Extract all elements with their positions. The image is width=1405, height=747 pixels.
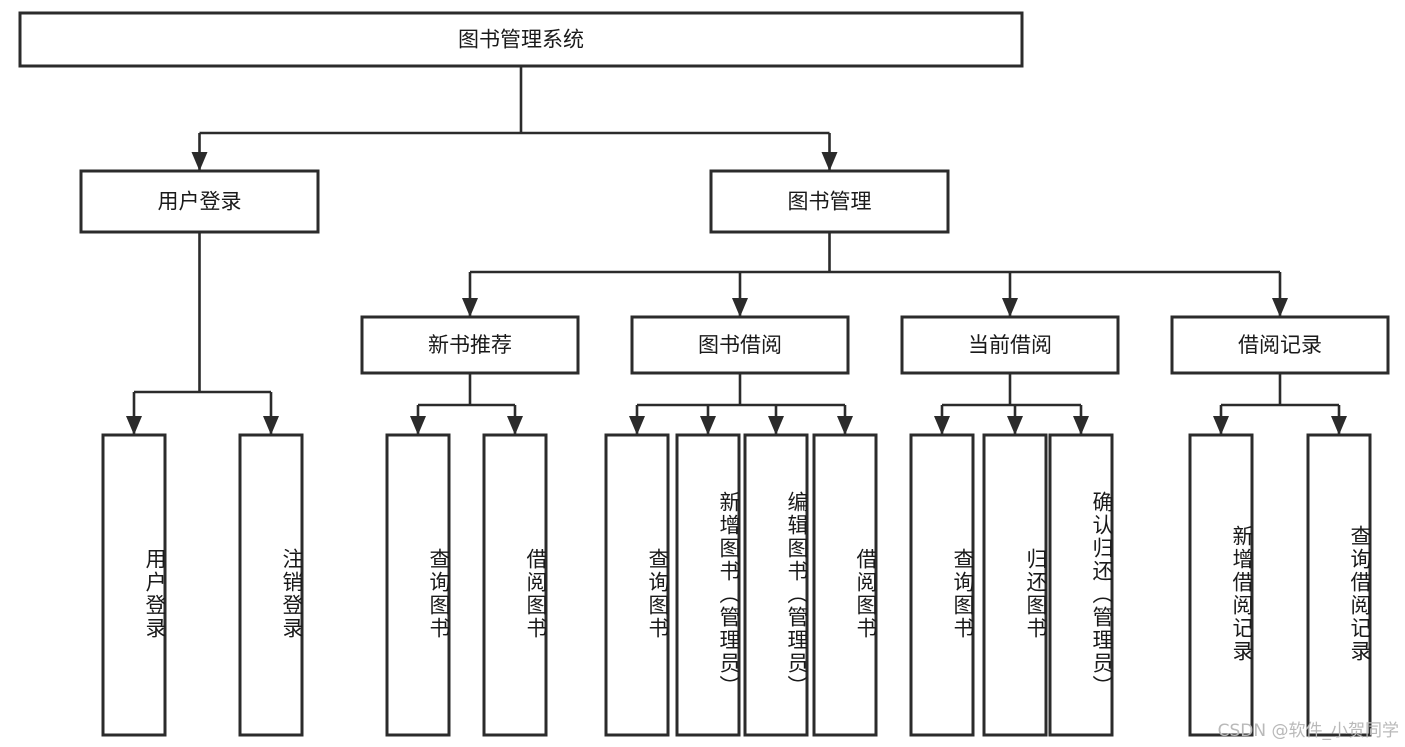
- arrow-head-icon: [1331, 416, 1347, 435]
- arrow-head-icon: [837, 416, 853, 435]
- level3-node-box-book-borrow[interactable]: [630, 315, 850, 375]
- arrow-head-icon: [462, 298, 478, 317]
- leaf-node-box-leaf-query-book-1[interactable]: [385, 433, 451, 737]
- arrow-head-icon: [629, 416, 645, 435]
- leaf-node-box-leaf-query-book-2[interactable]: [604, 433, 670, 737]
- node-boxes: [18, 11, 1390, 737]
- leaf-node-box-leaf-borrow-book-2[interactable]: [812, 433, 878, 737]
- leaf-node-box-leaf-borrow-book-1[interactable]: [482, 433, 548, 737]
- root-node-label: 图书管理系统: [458, 28, 584, 52]
- arrow-head-icon: [700, 416, 716, 435]
- level3-node-box-new-book-recommend[interactable]: [360, 315, 580, 375]
- arrow-head-icon: [507, 416, 523, 435]
- level3-node-label-borrow-record: 借阅记录: [1238, 333, 1322, 357]
- arrow-head-icon: [126, 416, 142, 435]
- arrow-head-icon: [263, 416, 279, 435]
- level3-node-label-book-borrow: 图书借阅: [698, 333, 782, 357]
- level2-node-box-user-login[interactable]: [79, 169, 320, 234]
- leaf-node-box-leaf-user-login[interactable]: [101, 433, 167, 737]
- level2-node-label-user-login: 用户登录: [158, 190, 242, 214]
- arrow-head-icon: [191, 152, 208, 171]
- arrow-head-icon: [1002, 298, 1018, 317]
- leaf-node-box-leaf-return-book[interactable]: [982, 433, 1048, 737]
- csdn-watermark: CSDN @软件_小贺同学: [1217, 721, 1399, 741]
- arrow-head-icon: [732, 298, 748, 317]
- arrow-head-icon: [1073, 416, 1089, 435]
- arrow-head-icon: [410, 416, 426, 435]
- leaf-node-box-leaf-add-record[interactable]: [1188, 433, 1254, 737]
- arrow-head-icon: [768, 416, 784, 435]
- leaf-node-box-leaf-edit-book[interactable]: [743, 433, 809, 737]
- level3-node-label-current-borrow: 当前借阅: [968, 333, 1052, 357]
- arrow-head-icon: [1213, 416, 1229, 435]
- level3-node-box-current-borrow[interactable]: [900, 315, 1120, 375]
- leaf-node-box-leaf-confirm-return[interactable]: [1048, 433, 1114, 737]
- level2-node-box-book-manage[interactable]: [709, 169, 950, 234]
- leaf-node-box-leaf-add-book[interactable]: [675, 433, 741, 737]
- leaf-node-box-leaf-user-logout[interactable]: [238, 433, 304, 737]
- level3-node-box-borrow-record[interactable]: [1170, 315, 1390, 375]
- arrow-head-icon: [934, 416, 950, 435]
- arrow-head-icon: [1272, 298, 1288, 317]
- level3-node-label-new-book-recommend: 新书推荐: [428, 333, 512, 357]
- arrow-head-icon: [1007, 416, 1023, 435]
- level2-node-label-book-manage: 图书管理: [788, 190, 872, 214]
- leaf-node-box-leaf-query-record[interactable]: [1306, 433, 1372, 737]
- connector-edges: [126, 66, 1347, 435]
- root-node-box[interactable]: [18, 11, 1024, 68]
- arrow-head-icon: [821, 152, 838, 171]
- leaf-node-box-leaf-query-book-3[interactable]: [909, 433, 975, 737]
